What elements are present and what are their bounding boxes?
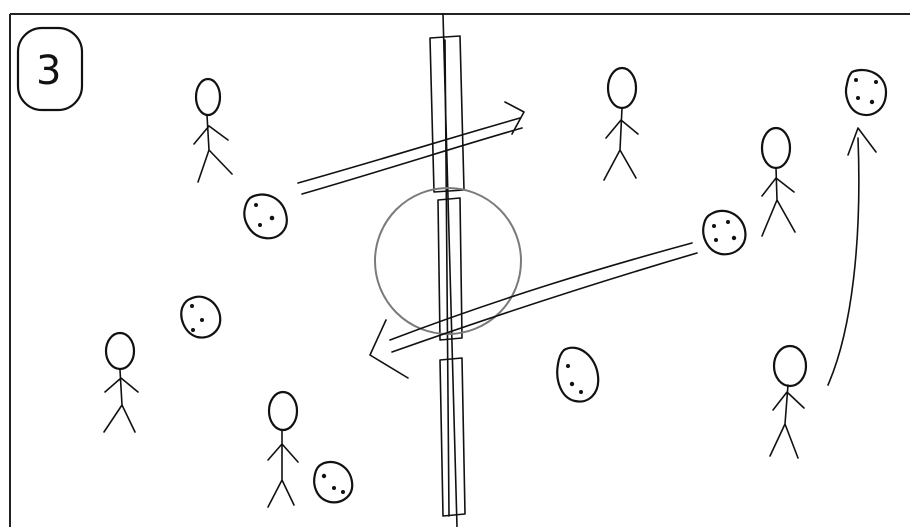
player-figure <box>762 128 795 236</box>
arrow-move-up <box>828 128 876 385</box>
ball <box>314 462 352 502</box>
player-figure <box>604 68 638 180</box>
ball <box>703 211 745 254</box>
frame-number: 3 <box>36 48 61 94</box>
field-frame <box>10 14 910 527</box>
ball <box>181 297 220 338</box>
ball <box>557 348 598 402</box>
arrow-pass-right <box>298 102 524 194</box>
player-figure <box>104 333 138 432</box>
ball <box>244 195 286 239</box>
player-figure <box>268 392 298 507</box>
ball <box>846 70 886 115</box>
arrow-pass-left <box>370 243 697 378</box>
player-figure <box>770 346 806 458</box>
center-net <box>430 36 465 516</box>
player-figure <box>194 79 232 182</box>
frame-number-badge: 3 <box>18 28 82 110</box>
